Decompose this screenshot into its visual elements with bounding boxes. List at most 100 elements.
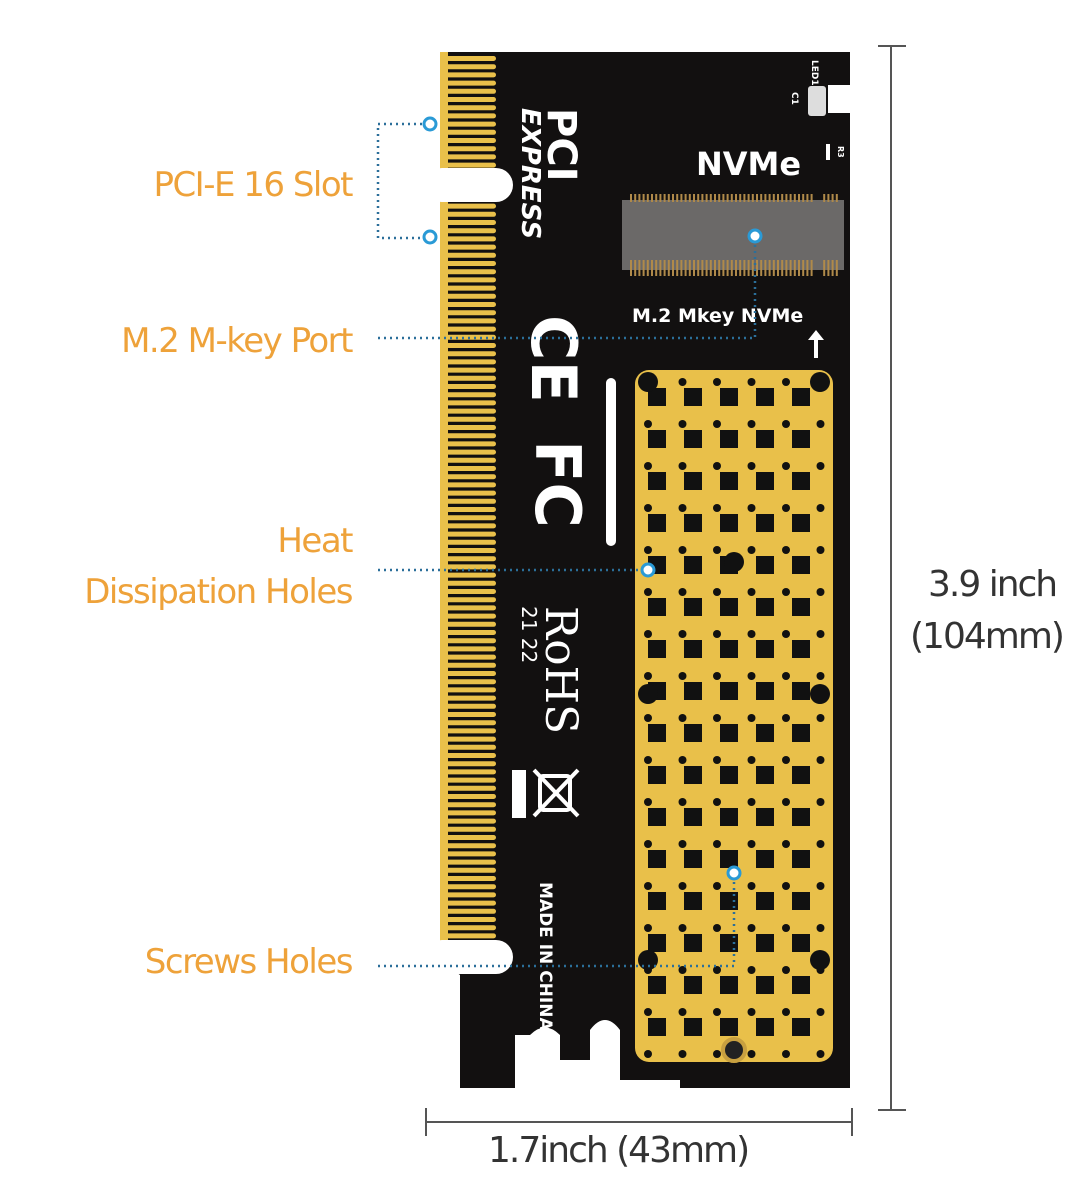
- round-hole: [678, 462, 687, 470]
- connector-pin: [659, 260, 662, 276]
- rohs-code: 21 22: [517, 606, 541, 663]
- screw-hole: [638, 372, 658, 392]
- connector-pin: [714, 260, 716, 276]
- connector-pin: [651, 194, 653, 202]
- gold-finger: [446, 277, 496, 283]
- square-hole: [792, 556, 810, 574]
- m2-mkey-marking: M.2 Mkey NVMe: [632, 305, 803, 327]
- height-dimension-line: [878, 45, 906, 1111]
- round-hole: [713, 756, 721, 764]
- m2-connector: [622, 200, 844, 270]
- connector-pin: [630, 260, 632, 276]
- gold-finger: [446, 88, 496, 94]
- connector-pin: [688, 194, 691, 202]
- round-hole: [816, 672, 825, 680]
- square-hole: [648, 640, 666, 658]
- square-hole: [756, 682, 774, 700]
- square-hole: [648, 514, 666, 532]
- connector-pin: [781, 194, 784, 202]
- connector-pin: [672, 260, 674, 276]
- gold-finger: [446, 605, 496, 611]
- gold-finger: [446, 334, 496, 340]
- gold-finger: [446, 318, 496, 324]
- round-hole: [713, 1050, 721, 1058]
- resistor-r3: [826, 144, 830, 160]
- gold-finger: [446, 359, 496, 365]
- gold-finger: [446, 876, 496, 881]
- gold-finger: [446, 441, 496, 447]
- round-hole: [713, 504, 721, 512]
- connector-pin: [709, 194, 712, 202]
- gold-finger: [446, 630, 496, 635]
- connector-pin: [697, 260, 700, 276]
- connector-pin: [831, 260, 834, 276]
- square-hole: [648, 934, 666, 952]
- round-hole: [747, 588, 756, 596]
- square-hole: [684, 640, 702, 658]
- round-hole: [713, 588, 721, 596]
- square-hole: [792, 976, 810, 994]
- callout-heat-line1: Heat: [277, 521, 353, 561]
- connector-pin: [730, 260, 733, 276]
- square-hole: [720, 808, 738, 826]
- round-hole: [816, 504, 825, 512]
- gold-finger: [446, 64, 496, 70]
- weee-bin-icon: [532, 768, 580, 818]
- round-hole: [816, 1050, 825, 1058]
- connector-pin: [785, 260, 788, 276]
- gold-finger: [446, 580, 496, 586]
- round-hole: [782, 1050, 790, 1058]
- round-hole: [782, 756, 790, 764]
- round-hole: [644, 420, 652, 428]
- square-hole: [792, 724, 810, 742]
- gold-finger: [446, 326, 496, 332]
- connector-pin: [634, 260, 637, 276]
- square-hole: [648, 1018, 666, 1036]
- round-hole: [747, 1050, 756, 1058]
- gold-finger: [446, 252, 496, 258]
- gold-finger: [446, 785, 496, 791]
- square-hole: [648, 808, 666, 826]
- connector-pin: [735, 194, 737, 202]
- square-hole: [648, 892, 666, 910]
- gold-finger: [446, 761, 496, 767]
- gold-finger: [446, 384, 496, 389]
- round-hole: [782, 924, 790, 932]
- gold-finger: [446, 835, 496, 840]
- connector-pin: [672, 194, 674, 202]
- round-hole: [678, 1050, 687, 1058]
- connector-pin: [646, 194, 649, 202]
- square-hole: [756, 808, 774, 826]
- round-hole: [713, 798, 721, 806]
- round-hole: [782, 882, 790, 890]
- connector-pin: [684, 260, 687, 276]
- gold-finger: [446, 400, 496, 406]
- rohs-marking: RoHS: [535, 606, 586, 734]
- connector-pin: [726, 260, 729, 276]
- square-hole: [792, 514, 810, 532]
- square-hole: [756, 724, 774, 742]
- connector-pin: [806, 260, 809, 276]
- round-hole: [747, 672, 756, 680]
- square-hole: [720, 724, 738, 742]
- gold-finger: [446, 794, 496, 799]
- gold-finger: [446, 753, 496, 758]
- gold-finger: [446, 531, 496, 537]
- gold-finger: [446, 613, 496, 619]
- connector-pin: [667, 260, 670, 276]
- gold-finger: [446, 646, 496, 652]
- round-hole: [782, 966, 790, 974]
- round-hole: [747, 462, 756, 470]
- square-hole: [684, 514, 702, 532]
- connector-pin: [630, 194, 632, 202]
- gold-finger: [446, 736, 496, 742]
- gold-finger: [446, 80, 496, 86]
- callout-dot: [726, 865, 742, 881]
- round-hole: [782, 420, 790, 428]
- gold-finger: [446, 917, 496, 922]
- connector-pin: [802, 194, 805, 202]
- gold-finger: [446, 884, 496, 890]
- gold-finger: [446, 572, 496, 578]
- connector-pin: [810, 260, 813, 276]
- gold-finger: [446, 351, 496, 357]
